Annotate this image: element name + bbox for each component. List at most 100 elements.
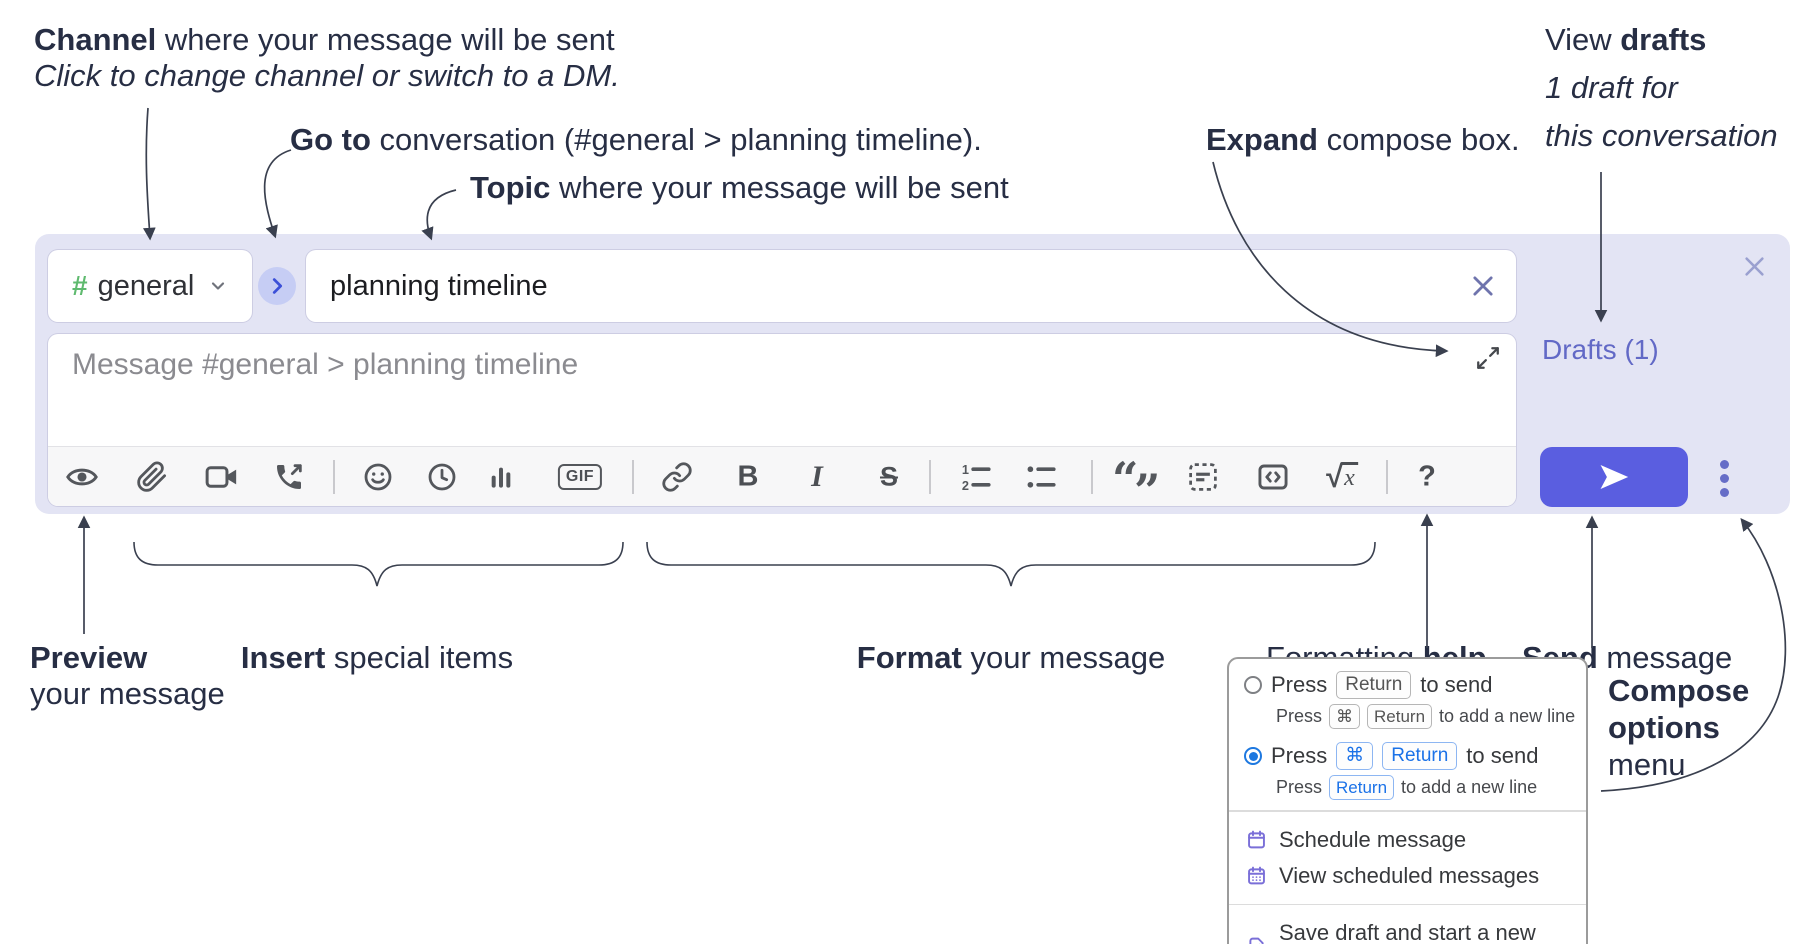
annotation-channel-sub: Click to change channel or switch to a D… bbox=[34, 58, 620, 93]
annotation-view-drafts-bold: drafts bbox=[1620, 22, 1707, 57]
gif-icon[interactable]: GIF bbox=[557, 463, 603, 490]
menu-option-return-to-send[interactable]: Press Return to send bbox=[1229, 671, 1586, 699]
annotation-channel-rest: where your message will be sent bbox=[156, 22, 615, 57]
topic-clear-button[interactable] bbox=[1458, 261, 1508, 311]
close-icon bbox=[1744, 256, 1764, 276]
video-clip-icon[interactable] bbox=[205, 460, 239, 494]
chevron-right-icon bbox=[272, 278, 283, 294]
menu-item-label: Schedule message bbox=[1279, 826, 1467, 852]
toolbar-divider bbox=[1386, 459, 1388, 494]
ordered-list-2: 2 bbox=[962, 477, 969, 492]
preview-eye-icon[interactable] bbox=[65, 460, 99, 494]
formatting-help-icon[interactable]: ? bbox=[1418, 460, 1436, 493]
kbd-return-blue: Return bbox=[1382, 742, 1458, 770]
annotation-goto-bold: Go to bbox=[290, 122, 371, 157]
kbd-return: Return bbox=[1367, 704, 1433, 729]
annotation-format: Format your message bbox=[857, 640, 1165, 676]
annotation-view-drafts: View drafts bbox=[1545, 22, 1706, 58]
italic-icon[interactable]: I bbox=[811, 460, 823, 494]
send-plane-icon bbox=[1600, 464, 1629, 490]
compose-options-button[interactable] bbox=[1706, 455, 1742, 501]
blockquote-icon[interactable]: “” bbox=[1112, 456, 1160, 514]
sqrt-x: x bbox=[1341, 461, 1358, 490]
toolbar-divider bbox=[333, 459, 335, 494]
formula-icon[interactable]: √x bbox=[1326, 458, 1358, 494]
option2-sub-press: Press bbox=[1276, 777, 1323, 797]
send-button[interactable] bbox=[1540, 447, 1688, 507]
radio-selected-icon[interactable] bbox=[1244, 747, 1262, 765]
brace-format bbox=[646, 541, 1376, 587]
quote-close: ” bbox=[1134, 463, 1161, 518]
code-inline-icon[interactable] bbox=[1257, 460, 1290, 493]
option1-sub-newline: to add a new line bbox=[1439, 706, 1576, 726]
toolbar-divider bbox=[632, 459, 634, 494]
kbd-return: Return bbox=[1336, 671, 1412, 699]
channel-hash-icon: # bbox=[72, 270, 88, 301]
bullet-list-icon[interactable] bbox=[1024, 460, 1058, 494]
radio-unselected-icon[interactable] bbox=[1244, 676, 1262, 694]
annotation-goto: Go to conversation (#general > planning … bbox=[290, 122, 982, 158]
recent-clock-icon[interactable] bbox=[426, 461, 458, 493]
menu-item-view-scheduled[interactable]: View scheduled messages bbox=[1229, 858, 1586, 894]
message-input[interactable] bbox=[72, 348, 1462, 434]
option2-press: Press bbox=[1271, 743, 1328, 768]
audio-call-icon[interactable] bbox=[273, 461, 305, 493]
annotation-topic: Topic where your message will be sent bbox=[470, 170, 1009, 206]
attach-paperclip-icon[interactable] bbox=[136, 460, 168, 493]
kebab-dot bbox=[1719, 473, 1729, 483]
compose-close-button[interactable] bbox=[1736, 248, 1772, 284]
emoji-icon[interactable] bbox=[362, 461, 394, 493]
arrow-channel bbox=[143, 107, 156, 241]
calendar-icon bbox=[1248, 830, 1265, 849]
kbd-cmd: ⌘ bbox=[1329, 704, 1361, 729]
poll-bars-icon[interactable] bbox=[485, 461, 517, 493]
menu-item-schedule-message[interactable]: Schedule message bbox=[1229, 822, 1586, 858]
menu-item-label: View scheduled messages bbox=[1279, 862, 1540, 888]
annotation-goto-rest: conversation (#general > planning timeli… bbox=[370, 122, 982, 157]
menu-divider bbox=[1229, 903, 1586, 905]
annotation-send-rest: message bbox=[1597, 640, 1733, 675]
annotation-view-drafts-line3: this conversation bbox=[1545, 118, 1778, 153]
option2-sub-newline: to add a new line bbox=[1401, 777, 1538, 797]
arrow-goto bbox=[263, 149, 292, 239]
channel-name: general bbox=[97, 269, 195, 302]
bold-icon[interactable]: B bbox=[738, 460, 759, 493]
annotation-channel-bold: Channel bbox=[34, 22, 157, 57]
link-icon[interactable] bbox=[661, 461, 693, 493]
ordered-list-1: 1 bbox=[962, 462, 969, 477]
annotation-insert: Insert special items bbox=[241, 640, 513, 676]
menu-item-save-draft[interactable]: Save draft and start a new message bbox=[1229, 915, 1586, 944]
annotation-insert-rest: special items bbox=[325, 640, 514, 675]
menu-option-cmd-return-to-send[interactable]: Press ⌘ Return to send bbox=[1229, 742, 1586, 770]
drafts-link[interactable]: Drafts (1) bbox=[1542, 334, 1659, 365]
toolbar-divider bbox=[1091, 459, 1093, 494]
annotation-view-drafts-line2: 1 draft for bbox=[1545, 70, 1678, 105]
option2-to-send: to send bbox=[1466, 743, 1539, 768]
annotation-view-drafts-pre: View bbox=[1545, 22, 1621, 57]
channel-selector[interactable]: # general bbox=[48, 250, 252, 322]
sqrt-sign: √ bbox=[1326, 458, 1344, 494]
menu-option1-subtext: Press ⌘ Return to add a new line bbox=[1229, 704, 1586, 729]
kebab-dot bbox=[1719, 487, 1729, 497]
annotation-preview: Preview bbox=[30, 640, 147, 676]
annotation-expand-bold: Expand bbox=[1206, 122, 1318, 157]
annotation-compose-options-line1: Compose bbox=[1608, 673, 1750, 708]
strikethrough-icon[interactable]: S bbox=[880, 461, 898, 492]
toolbar-divider bbox=[929, 459, 931, 494]
gif-label: GIF bbox=[557, 463, 603, 490]
code-block-icon[interactable] bbox=[1187, 460, 1220, 493]
expand-compose-button[interactable] bbox=[1472, 342, 1504, 374]
option1-to-send: to send bbox=[1420, 672, 1493, 697]
topic-input[interactable] bbox=[306, 269, 1458, 303]
help-label: ? bbox=[1418, 460, 1436, 492]
annotation-preview-bold: Preview bbox=[30, 640, 148, 675]
brace-insert bbox=[133, 541, 624, 587]
annotation-format-bold: Format bbox=[856, 640, 962, 675]
chevron-down-icon bbox=[208, 276, 228, 296]
annotation-topic-bold: Topic bbox=[470, 170, 551, 205]
kebab-dot bbox=[1719, 459, 1729, 469]
topic-field bbox=[306, 250, 1516, 322]
goto-conversation-button[interactable] bbox=[258, 267, 296, 305]
